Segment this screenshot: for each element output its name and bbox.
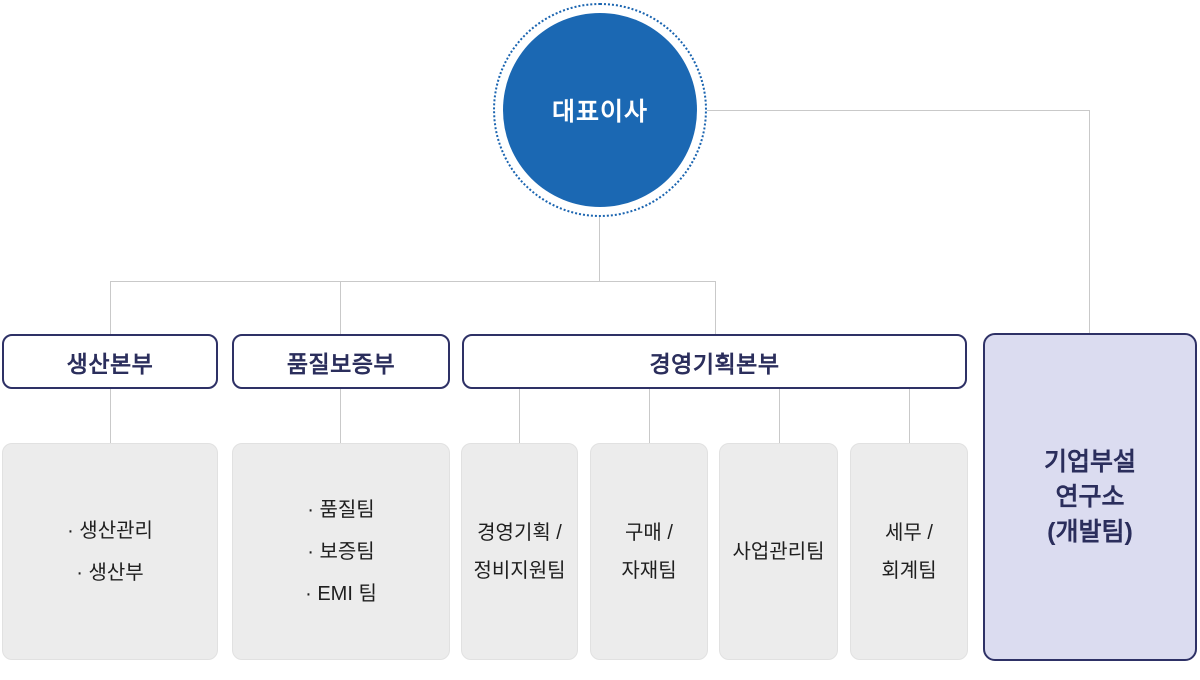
team-item: · 보증팀 xyxy=(307,540,375,563)
team-item: · 품질팀 xyxy=(307,498,375,521)
team-item: 회계팀 xyxy=(881,559,937,582)
dept-box-quality: 품질보증부 xyxy=(232,334,450,389)
dept-box-production: 생산본부 xyxy=(2,334,218,389)
ceo-label: 대표이사 xyxy=(551,98,648,126)
connector-planning-team2 xyxy=(649,389,650,444)
connector-drop-planning xyxy=(715,281,716,335)
team-item: 구매 / xyxy=(625,521,673,544)
team-item: 정비지원팀 xyxy=(473,559,566,582)
connector-ceo-down xyxy=(599,213,600,282)
team-item: · 생산부 xyxy=(76,561,144,584)
connector-drop-research xyxy=(1089,110,1090,334)
connector-planning-team3 xyxy=(779,389,780,444)
team-box-tax-accounting: 세무 / 회계팀 xyxy=(850,443,968,660)
team-item: 경영기획 / xyxy=(477,521,562,544)
research-line: (개발팀) xyxy=(1047,517,1133,546)
connector-quality-teams xyxy=(340,389,341,444)
dept-label-production: 생산본부 xyxy=(66,350,154,377)
connector-production-teams xyxy=(110,389,111,444)
connector-drop-quality xyxy=(340,281,341,335)
dept-label-planning: 경영기획본부 xyxy=(649,350,780,377)
team-item: · EMI 팀 xyxy=(305,582,377,605)
team-item: 세무 / xyxy=(885,521,933,544)
team-item: 자재팀 xyxy=(621,559,677,582)
connector-planning-team1 xyxy=(519,389,520,444)
ceo-node: 대표이사 xyxy=(503,13,697,207)
team-box-purchase-material: 구매 / 자재팀 xyxy=(590,443,708,660)
team-item: · 생산관리 xyxy=(67,519,153,542)
connector-planning-team4 xyxy=(909,389,910,444)
team-box-business-mgmt: 사업관리팀 xyxy=(719,443,838,660)
team-box-planning-support: 경영기획 / 정비지원팀 xyxy=(461,443,578,660)
team-box-quality: · 품질팀 · 보증팀 · EMI 팀 xyxy=(232,443,450,660)
research-line: 연구소 xyxy=(1055,482,1125,511)
dept-box-planning: 경영기획본부 xyxy=(462,334,967,389)
connector-drop-production xyxy=(110,281,111,335)
team-box-production: · 생산관리 · 생산부 xyxy=(2,443,218,660)
team-item: 사업관리팀 xyxy=(732,540,825,563)
dept-label-quality: 품질보증부 xyxy=(286,350,396,377)
connector-horizontal-main xyxy=(110,281,716,282)
research-institute-box: 기업부설 연구소 (개발팀) xyxy=(983,333,1197,661)
connector-horizontal-research xyxy=(660,110,1090,111)
research-line: 기업부설 xyxy=(1043,447,1136,476)
